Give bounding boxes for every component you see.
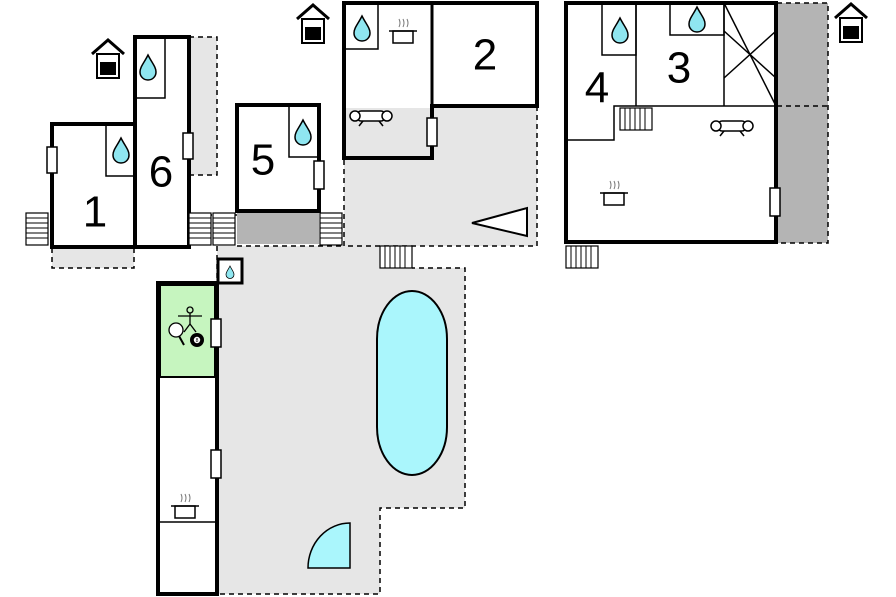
- svg-text:8: 8: [196, 338, 199, 344]
- direction-arrow: [471, 206, 528, 238]
- water-drop-icon: [139, 54, 157, 81]
- room-number-4: 4: [585, 64, 609, 113]
- water-drop-icon: [611, 17, 629, 44]
- terrace-room3-side: [777, 3, 828, 243]
- window: [313, 160, 325, 190]
- swimming-pool: [376, 290, 448, 476]
- cooking-pot-icon: [170, 493, 200, 519]
- stairs-icon: [212, 212, 236, 246]
- window: [210, 449, 222, 479]
- house-icon: [833, 2, 869, 44]
- window: [46, 146, 58, 174]
- water-drop-icon: [112, 137, 130, 164]
- window: [182, 132, 194, 160]
- room-number-6: 6: [149, 148, 173, 197]
- building-bottom: 8: [156, 257, 244, 596]
- house-icon: [90, 38, 126, 80]
- cooking-pot-icon: [388, 18, 418, 44]
- terrace-outlines: [51, 2, 829, 595]
- sofa-icon: [710, 120, 754, 137]
- cooking-pot-icon: [599, 180, 629, 206]
- water-drop-icon: [688, 6, 706, 33]
- house-icon: [295, 3, 331, 45]
- building-rooms-1-6: 1 6: [46, 35, 194, 249]
- water-drop-icon: [294, 119, 312, 146]
- building-rooms-3-4: 4 3: [564, 1, 781, 244]
- room-number-2: 2: [473, 31, 497, 80]
- pool-shower: [307, 522, 351, 569]
- game-room: [159, 284, 216, 378]
- building-room-5: 5: [235, 103, 325, 213]
- building-room-2: 2: [342, 1, 539, 238]
- stairs-icon: [319, 212, 343, 246]
- window: [210, 318, 222, 348]
- ping-pong-icon: [168, 322, 185, 346]
- water-drop-icon: [353, 15, 371, 42]
- stairs-icon: [619, 107, 653, 131]
- table-football-icon: [178, 306, 202, 333]
- terrace-left-strip: [52, 248, 134, 268]
- terrace-room5-front: [237, 211, 319, 244]
- stairs-icon: [565, 245, 599, 269]
- window: [769, 187, 781, 217]
- stairs-icon: [379, 245, 413, 269]
- stairs-icon: [25, 212, 49, 246]
- window: [426, 117, 438, 147]
- billiard-ball-icon: 8: [190, 333, 204, 347]
- room-number-5: 5: [251, 136, 275, 185]
- stairs-icon: [188, 212, 212, 246]
- room-number-1: 1: [83, 188, 107, 237]
- room-number-3: 3: [667, 44, 691, 93]
